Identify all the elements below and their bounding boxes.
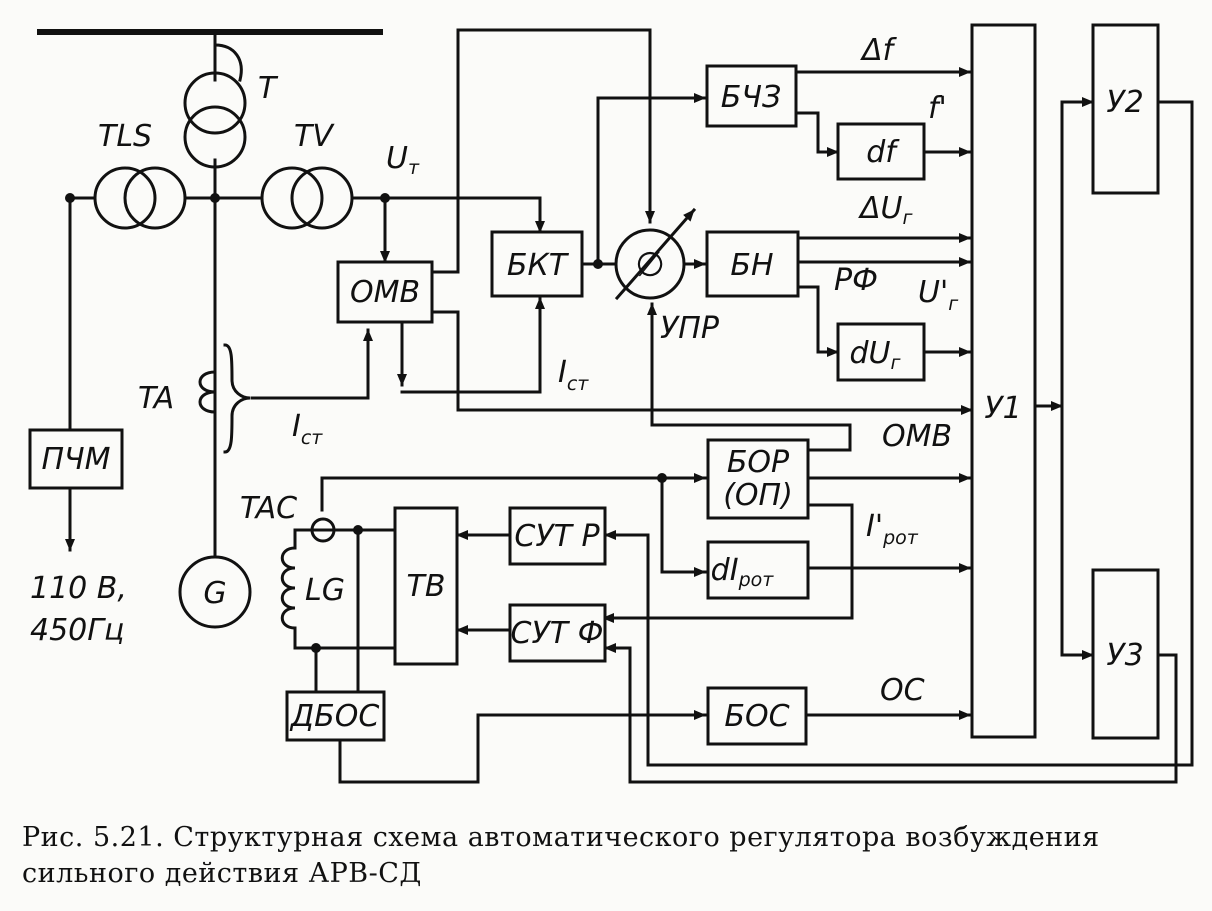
block-di-rot: dIрот	[706, 540, 810, 600]
svg-text:СУТ Р: СУТ Р	[514, 519, 600, 554]
block-tb: ТВ	[393, 506, 459, 666]
figure-caption: Рис. 5.21. Структурная схема автоматичес…	[22, 822, 1100, 889]
label-omv-input: ОМВ	[882, 419, 952, 454]
label-ist-1: Iст	[292, 409, 323, 449]
label-ug-prime: U'г	[918, 275, 959, 315]
label-450hz: 450Гц	[30, 613, 124, 648]
phase-symbol: ∅	[635, 245, 665, 285]
phase-shifter: ∅	[614, 207, 697, 301]
svg-text:dIрот: dIрот	[711, 553, 775, 591]
block-omv: ОМВ	[336, 260, 434, 324]
block-pchm: ПЧМ	[28, 428, 124, 490]
block-bkt: БКТ	[490, 230, 584, 298]
generator-g-symbol: G	[178, 555, 252, 629]
svg-text:БОС: БОС	[724, 699, 789, 734]
transformer-tv-symbol	[260, 166, 354, 230]
label-delta-f: Δf	[860, 33, 898, 68]
svg-text:У2: У2	[1106, 85, 1143, 120]
lg-label: LG	[305, 573, 345, 608]
svg-text:БКТ: БКТ	[507, 248, 570, 283]
svg-text:(ОП): (ОП)	[723, 478, 793, 513]
label-ist-2: Iст	[558, 355, 589, 395]
svg-text:ОМВ: ОМВ	[350, 275, 420, 310]
block-bos: БОС	[706, 686, 808, 746]
svg-text:ПЧМ: ПЧМ	[41, 442, 110, 477]
block-df: df	[836, 122, 926, 181]
label-delta-ug: ΔUг	[858, 191, 913, 229]
transformer-t-symbol	[183, 71, 247, 169]
block-u1: У1	[970, 23, 1037, 739]
lg-field-winding: LG	[280, 546, 345, 630]
label-ta: TA	[138, 381, 174, 416]
label-irot: I'рот	[866, 509, 919, 549]
svg-text:ТВ: ТВ	[407, 569, 446, 604]
transformer-tls-symbol	[93, 166, 187, 230]
label-upr: УПР	[660, 311, 720, 346]
block-u2: У2	[1091, 23, 1160, 195]
svg-text:У1: У1	[984, 391, 1021, 426]
svg-text:ДБОС: ДБОС	[289, 699, 380, 734]
label-t: T	[258, 71, 279, 106]
label-110v: 110 В,	[30, 571, 127, 606]
label-rf: РФ	[834, 263, 878, 298]
generator-label: G	[203, 576, 226, 611]
block-sut-f: СУТ Ф	[508, 603, 607, 663]
svg-text:df: df	[866, 135, 900, 170]
label-os: ОС	[880, 673, 925, 708]
tac-current-sensor	[310, 517, 336, 543]
label-tls: TLS	[98, 119, 152, 154]
junction-dots	[65, 193, 667, 653]
block-dbos: ДБОС	[285, 690, 386, 742]
wiring	[37, 28, 1194, 784]
label-f-prime: f'	[928, 91, 947, 126]
current-transformer-ta-symbol	[198, 343, 251, 454]
svg-text:У3: У3	[1106, 638, 1143, 673]
block-bor: БОР (ОП)	[706, 438, 810, 520]
block-bchz: БЧЗ	[705, 64, 798, 128]
block-u3: У3	[1091, 568, 1160, 740]
svg-text:БЧЗ: БЧЗ	[721, 80, 781, 115]
svg-text:БН: БН	[730, 248, 773, 283]
block-dug: dUг	[836, 322, 926, 382]
svg-text:СУТ Ф: СУТ Ф	[511, 616, 604, 651]
block-bn: БН	[705, 230, 800, 298]
label-ut: Uт	[386, 141, 420, 179]
svg-text:БОР: БОР	[727, 445, 790, 480]
block-sut-r: СУТ Р	[508, 506, 607, 566]
block-diagram: G LG ∅ ОМВ БКТ БЧЗ df БН dUг БОР (ОП)	[28, 23, 1194, 784]
label-tac: TAC	[240, 491, 297, 526]
label-tv: TV	[294, 119, 335, 154]
svg-text:dUг: dUг	[850, 336, 902, 374]
